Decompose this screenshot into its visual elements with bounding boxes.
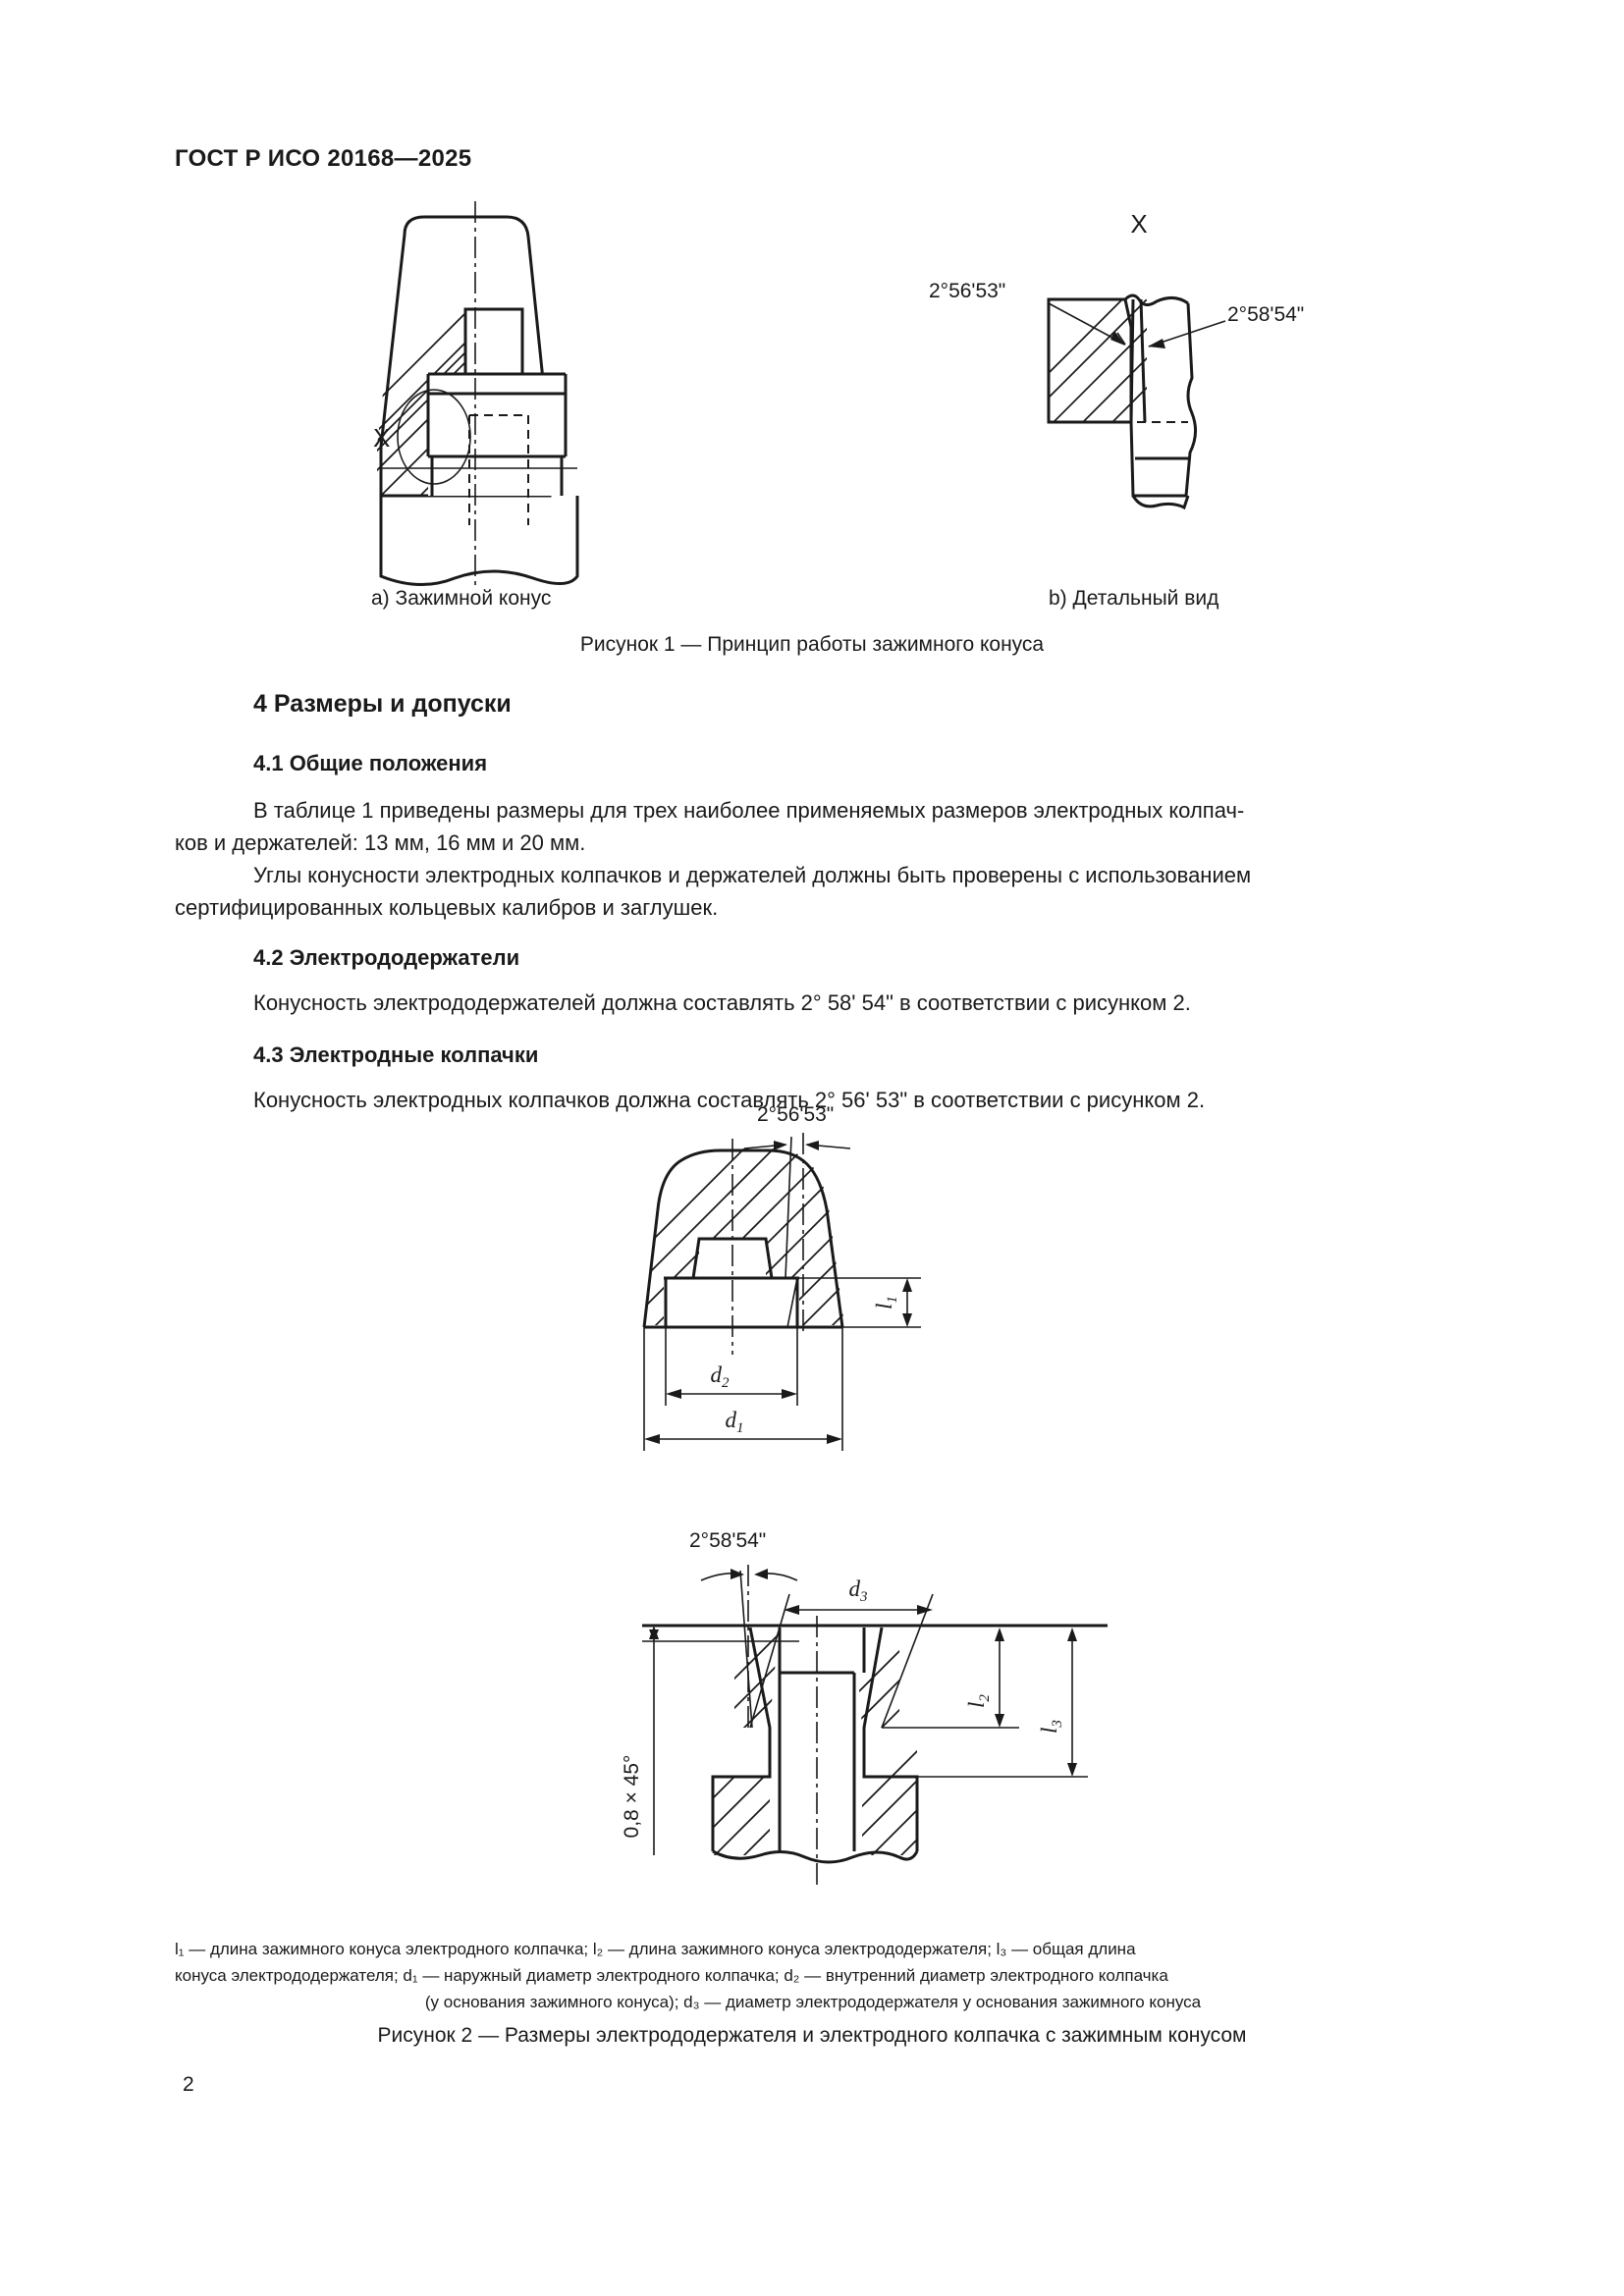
figure-1b-drawing: X 2°56'53" 2°58'54" [921, 201, 1382, 594]
legend-line-3: (у основания зажимного конуса); d₃ — диа… [424, 1993, 1202, 2011]
angle-label-cap-fig1: 2°56'53" [929, 280, 1005, 302]
heading-section-4-3: 4.3 Электродные колпачки [253, 1042, 539, 1067]
dim-label-l2: l2 [964, 1694, 993, 1708]
section-4-1-paragraph-1-line-2: ков и держателей: 13 мм, 16 мм и 20 мм. [175, 830, 586, 855]
figure-1b-subcaption: b) Детальный вид [1049, 587, 1219, 610]
detail-marker-x-a: X [373, 423, 390, 453]
figure-2-legend: l₁ — длина зажимного конуса электродного… [175, 1936, 1451, 2015]
section-4-2-paragraph: Конусность электрододержателей должна со… [253, 990, 1191, 1015]
angle-label-holder-fig2: 2°58'54" [689, 1529, 766, 1552]
detail-marker-x-b: X [1130, 209, 1147, 239]
figure-2: 2°56'53" [175, 1099, 1451, 1914]
chamfer-label: 0,8 × 45° [621, 1755, 643, 1839]
section-4-3-paragraph: Конусность электродных колпачков должна … [253, 1088, 1206, 1112]
heading-section-4-1: 4.1 Общие положения [253, 751, 488, 775]
figure-1: X a) Зажимной конус X 2°56'53" 2°58'54" [175, 201, 1451, 623]
figure-1a-subcaption: a) Зажимной конус [371, 587, 552, 610]
heading-section-4: 4 Размеры и допуски [253, 690, 512, 718]
figure-1-caption: Рисунок 1 — Принцип работы зажимного кон… [579, 633, 1045, 656]
angle-label-holder-fig1: 2°58'54" [1227, 303, 1304, 326]
legend-line-2: конуса электрододержателя; d₁ — наружный… [175, 1966, 1168, 1985]
page-number: 2 [183, 2073, 194, 2096]
section-4-1-paragraph-2-line-2: сертифицированных кольцевых калибров и з… [175, 895, 719, 920]
document-header: ГОСТ Р ИСО 20168—2025 [175, 145, 472, 172]
legend-line-1: l₁ — длина зажимного конуса электродного… [175, 1940, 1136, 1958]
dim-label-d1: d1 [726, 1408, 744, 1436]
dim-label-d2: d2 [711, 1362, 731, 1391]
dim-label-l1: l1 [872, 1296, 900, 1309]
dim-label-l3: l3 [1037, 1720, 1065, 1734]
angle-label-cap-fig2: 2°56'53" [757, 1103, 834, 1126]
figure-2-holder-drawing: 2°58'54" 0,8 × 45° [587, 1529, 1137, 1914]
figure-2-cap-drawing: 2°56'53" [597, 1099, 1039, 1512]
section-4-1-paragraph-2-line-1: Углы конусности электродных колпачков и … [253, 863, 1252, 887]
heading-section-4-2: 4.2 Электрододержатели [253, 945, 520, 970]
section-4-1-paragraph-1-line-1: В таблице 1 приведены размеры для трех н… [253, 798, 1245, 823]
figure-1a-drawing: X [283, 201, 676, 594]
figure-2-caption: Рисунок 2 — Размеры электрододержателя и… [377, 2024, 1247, 2047]
dim-label-d3: d3 [849, 1576, 868, 1605]
